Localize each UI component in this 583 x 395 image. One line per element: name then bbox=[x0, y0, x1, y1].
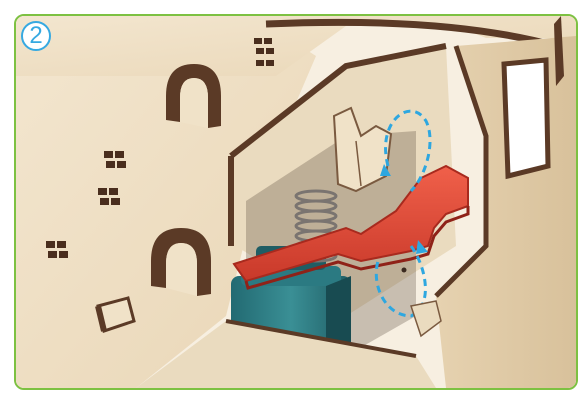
wall-window bbox=[504, 60, 548, 176]
assembly-illustration bbox=[16, 16, 576, 388]
arch-tab-bottom bbox=[151, 228, 211, 296]
step-number-badge: 2 bbox=[21, 21, 51, 51]
illustration-frame: 2 bbox=[14, 14, 578, 390]
arch-tab-top bbox=[166, 64, 221, 128]
step-number: 2 bbox=[23, 23, 49, 48]
